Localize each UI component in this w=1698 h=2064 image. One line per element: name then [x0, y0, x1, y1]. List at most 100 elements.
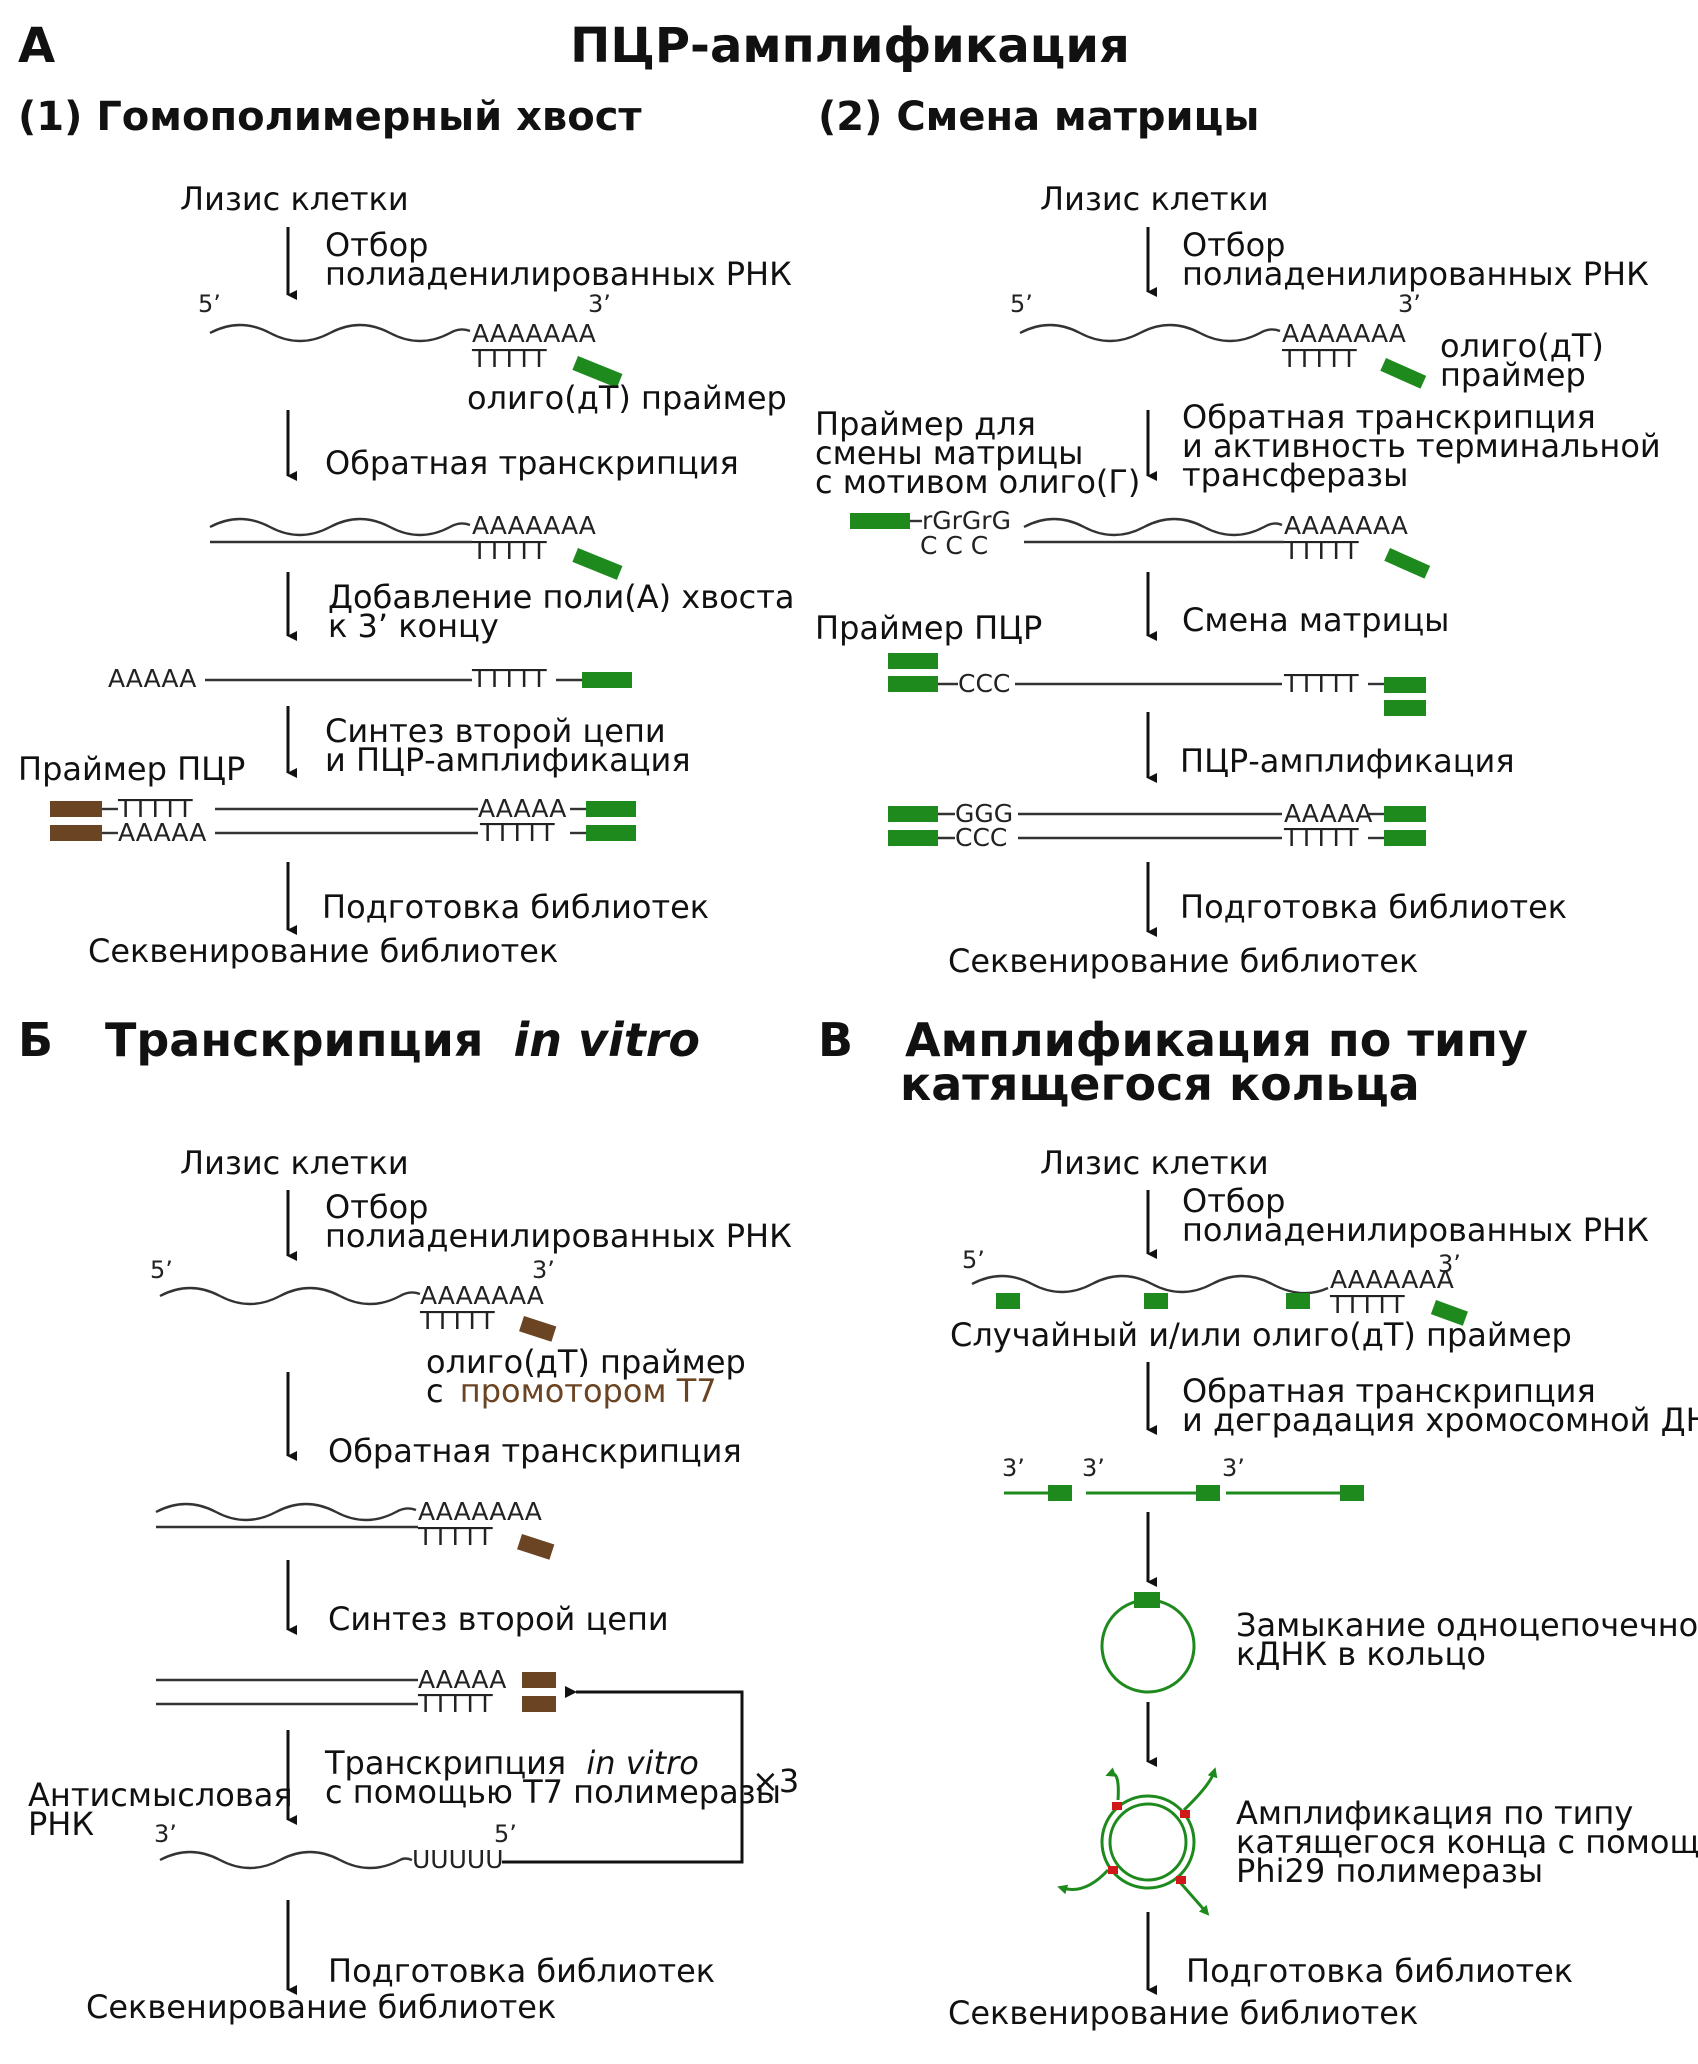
- a1-green-primer-4b: [586, 825, 636, 841]
- c-random-primer-label: Случайный и/или олиго(дТ) праймер: [950, 1316, 1572, 1354]
- panel-a1: Лизис клетки Отбор полиаденилированных Р…: [18, 180, 795, 970]
- b-mrna-2: [155, 1502, 417, 1522]
- panel-a1-heading: (1) Гомополимерный хвост: [18, 94, 642, 140]
- a1-polyt-2: TTTTT: [471, 536, 547, 565]
- a2-three-prime: 3’: [1398, 290, 1421, 318]
- c-rt-1: Обратная транскрипция: [1182, 1372, 1596, 1410]
- panel-b-heading: Транскрипция in vitro: [105, 1013, 700, 1067]
- c-cell-lysis: Лизис клетки: [1040, 1144, 1269, 1182]
- a2-polya-1: AAAAAAA: [1282, 319, 1406, 348]
- b-three-prime: 3’: [532, 1256, 555, 1284]
- panel-c-letter: В: [818, 1013, 853, 1067]
- a2-select-1: Отбор: [1182, 226, 1285, 264]
- panel-b-letter: Б: [18, 1013, 53, 1067]
- a2-five-prime: 5’: [1010, 290, 1033, 318]
- a2-ccc-4: CCC: [955, 823, 1007, 852]
- a2-switch: Смена матрицы: [1182, 601, 1449, 639]
- a1-pcr-primer: Праймер ПЦР: [18, 750, 245, 788]
- panel-a-letter: А: [18, 18, 55, 74]
- a2-polyt-1: TTTTT: [1281, 344, 1357, 373]
- a2-ts-primer-3: с мотивом олиго(Г): [815, 463, 1140, 501]
- panel-a2: Лизис клетки Отбор полиаденилированных Р…: [815, 180, 1661, 980]
- a2-library-prep: Подготовка библиотек: [1180, 888, 1567, 926]
- a2-rt-1: Обратная транскрипция: [1182, 398, 1596, 436]
- a2-oligo-dt-box: [1380, 358, 1427, 389]
- c-select-1: Отбор: [1182, 1182, 1285, 1220]
- b-t7-primer-box-2: [517, 1534, 555, 1560]
- c-rca-1: Амплификация по типу: [1236, 1794, 1633, 1832]
- c-three-prime-3: 3’: [1222, 1454, 1245, 1482]
- a2-pcr-primer-bottom: [888, 676, 938, 692]
- a1-three-prime: 3’: [588, 290, 611, 318]
- b-t7-primer-box: [519, 1316, 557, 1342]
- a2-green-primer-3a: [1384, 677, 1426, 693]
- a1-library-seq: Секвенирование библиотек: [88, 932, 558, 970]
- a2-ts-primer-2: смены матрицы: [815, 434, 1083, 472]
- a2-rt-3: трансферазы: [1182, 456, 1408, 494]
- b-polyt-3: TTTTT: [417, 1689, 493, 1718]
- b-polya-2: AAAAAAA: [418, 1497, 542, 1526]
- panel-c-heading-1: Амплификация по типу: [905, 1013, 1528, 1067]
- c-polya: AAAAAAA: [1330, 1265, 1454, 1294]
- b-ivt-2: с помощью Т7 полимеразы: [325, 1773, 781, 1811]
- b-antisense-2: РНК: [28, 1805, 94, 1843]
- b-repeat-loop-arrow: [502, 1686, 744, 1864]
- b-select-1: Отбор: [325, 1188, 428, 1226]
- a1-mrna-2: [209, 517, 471, 537]
- a2-rgrgrg: rGrGrG: [922, 506, 1011, 535]
- b-arna: [159, 1850, 413, 1870]
- panel-b-heading-2: in vitro: [513, 1013, 700, 1067]
- b-second: Синтез второй цепи: [328, 1600, 669, 1638]
- a1-polya-1: AAAAAAA: [472, 319, 596, 348]
- b-antisense-1: Антисмысловая: [28, 1776, 293, 1814]
- a1-polyt-4r: TTTTT: [479, 818, 555, 847]
- b-t7-box-3b: [522, 1696, 556, 1712]
- a1-polyt-4: TTTTT: [117, 794, 193, 823]
- c-circ-1: Замыкание одноцепочечной: [1236, 1606, 1698, 1644]
- a2-ts-primer-1: Праймер для: [815, 405, 1036, 443]
- c-polyt: TTTTT: [1329, 1290, 1405, 1319]
- c-polymerase-mark-4: [1176, 1876, 1186, 1884]
- a1-library-prep: Подготовка библиотек: [322, 888, 709, 926]
- c-mrna: [971, 1274, 1329, 1295]
- a1-second-2: и ПЦР-амплификация: [325, 741, 691, 779]
- c-circ-2: кДНК в кольцо: [1236, 1635, 1486, 1673]
- c-three-prime: 3’: [1438, 1250, 1461, 1278]
- c-rca-2: катящегося конца с помощью: [1236, 1823, 1698, 1861]
- a2-cell-lysis: Лизис клетки: [1040, 180, 1269, 218]
- a2-primer-box-2: [1384, 547, 1431, 579]
- b-polya-1: AAAAAAA: [420, 1281, 544, 1310]
- a1-oligo-dt-label: олиго(дТ) праймер: [467, 379, 787, 417]
- a1-primer-box-3: [582, 672, 632, 688]
- a1-brown-primer-2: [50, 825, 102, 841]
- b-five-prime: 5’: [150, 1256, 173, 1284]
- a2-ts-primer-box: [850, 513, 910, 529]
- a2-oligo-dt-2: праймер: [1440, 356, 1586, 394]
- c-rt-2: и деградация хромосомной ДНК: [1182, 1401, 1698, 1439]
- a2-green-primer-3b: [1384, 700, 1426, 716]
- a1-polya-3: AAAAA: [108, 664, 196, 693]
- a2-polya-2: AAAAAAA: [1284, 511, 1408, 540]
- b-t7-box-3a: [522, 1672, 556, 1688]
- c-rca-3: Phi29 полимеразы: [1236, 1852, 1543, 1890]
- a2-select-2: полиаденилированных РНК: [1182, 255, 1649, 293]
- a2-rt-2: и активность терминальной: [1182, 427, 1661, 465]
- a1-brown-primer-1: [50, 801, 102, 817]
- a1-green-primer-4a: [586, 801, 636, 817]
- b-select-2: полиаденилированных РНК: [325, 1217, 792, 1255]
- a2-green-primer-4a: [888, 806, 938, 822]
- a1-primer-box-2: [572, 547, 623, 580]
- a2-pcr-primer-top: [888, 653, 938, 669]
- b-mrna-1: [159, 1286, 421, 1306]
- a2-ccc-3: CCC: [958, 669, 1010, 698]
- a2-polyt-2: TTTTT: [1283, 536, 1359, 565]
- a2-mrna-2: [1023, 517, 1283, 537]
- panel-c-heading-2: катящегося кольца: [900, 1057, 1420, 1111]
- c-random-primer-1: [996, 1293, 1020, 1309]
- b-oligo-2: с промотором Т7: [426, 1372, 717, 1410]
- a2-ccc-spaced: C C C: [920, 531, 988, 560]
- b-library-seq: Секвенирование библиотек: [86, 1988, 556, 2026]
- a2-ggg-4: GGG: [955, 799, 1013, 828]
- c-polymerase-mark-3: [1108, 1866, 1118, 1874]
- c-select-2: полиаденилированных РНК: [1182, 1211, 1649, 1249]
